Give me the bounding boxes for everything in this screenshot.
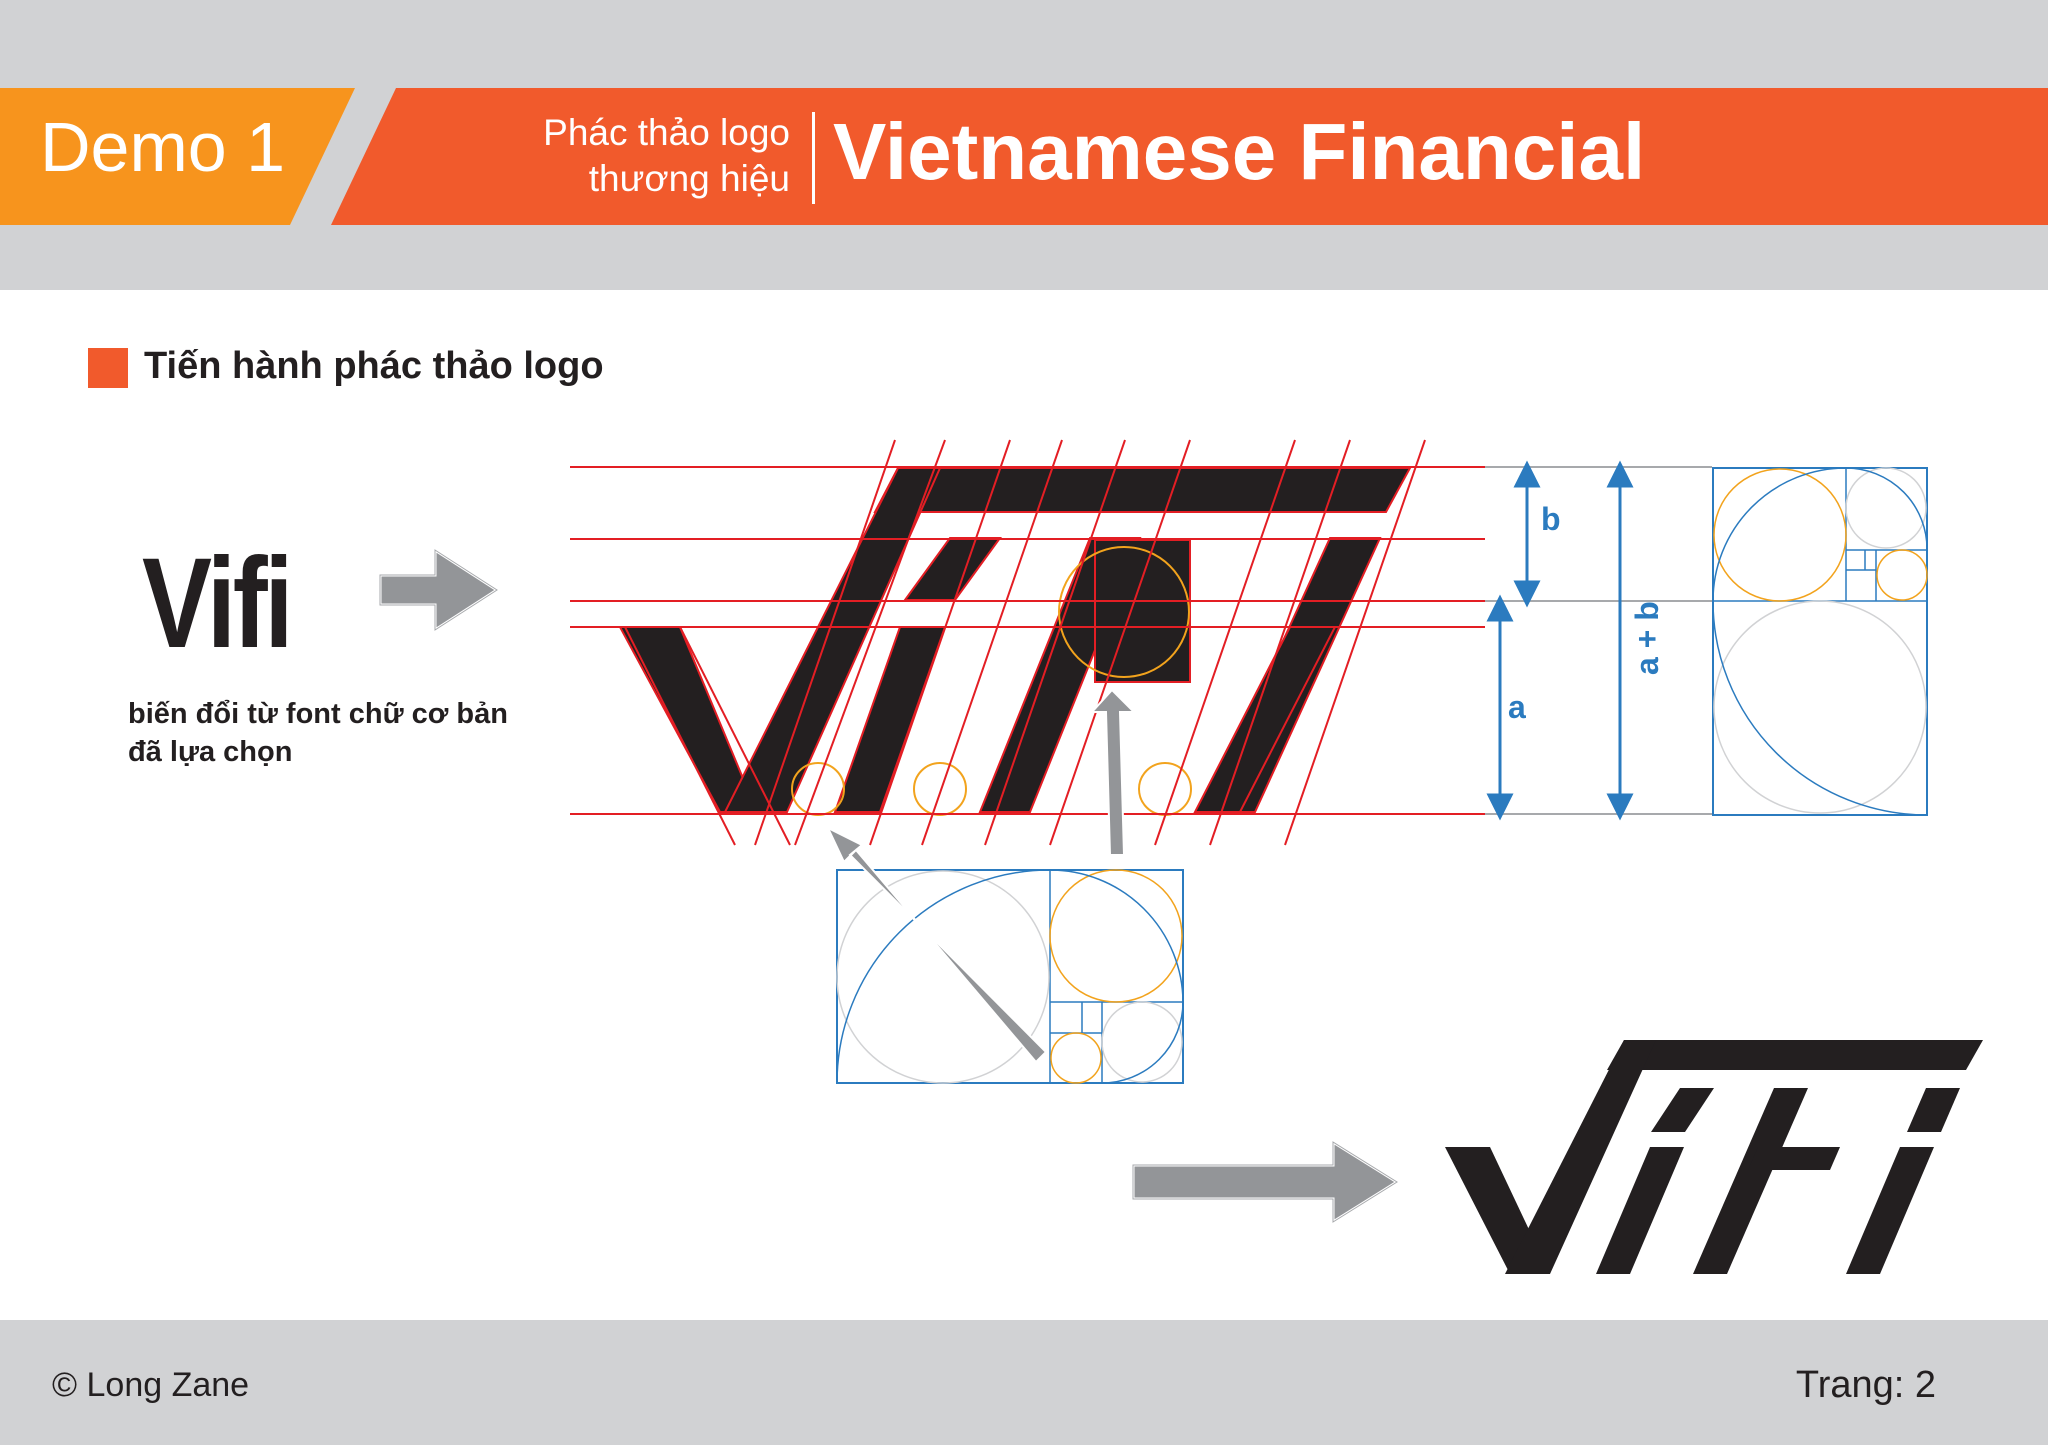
- sketch-golden-circle-2: [913, 762, 967, 816]
- header-shapes: [0, 88, 2048, 225]
- demo-tab: [0, 88, 355, 225]
- label-a-plus-b: a + b: [1629, 601, 1665, 675]
- sketch-golden-circle-1: [791, 762, 845, 816]
- final-v-right: [1505, 1040, 1656, 1274]
- pointer-arrow-left-icon: [825, 825, 1048, 1064]
- golden-grid-bottom: [836, 869, 1184, 1084]
- subtitle-line-1: Phác thảo logo: [543, 112, 790, 153]
- section-marker: [88, 348, 128, 388]
- header-subtitle: Phác thảo logo thương hiệu: [543, 110, 790, 202]
- sketch-logo: [618, 467, 1412, 813]
- sketch-f-circle: [1058, 546, 1190, 678]
- base-font-wordmark: Vifi: [142, 532, 294, 675]
- arrow-to-final-outline-icon: [1132, 1141, 1398, 1223]
- golden-grid-right: [1712, 467, 1928, 816]
- final-i-dot: [1651, 1088, 1714, 1132]
- pointer-arrow-up-icon: [1089, 688, 1137, 856]
- footer-band: [0, 1320, 2048, 1445]
- final-f-crossbar: [1748, 1147, 1840, 1170]
- label-a: a: [1508, 689, 1526, 725]
- title-banner: [331, 88, 2048, 225]
- pointer-arrows: [825, 688, 1137, 1064]
- sketch-i-dot: [903, 537, 1002, 601]
- title-divider: [812, 112, 815, 204]
- arrow-to-sketch-outline-icon: [379, 549, 498, 631]
- final-logo: [1445, 1040, 1983, 1274]
- sketch-v-left-stroke: [618, 626, 759, 813]
- proportion-guides: [1485, 466, 1712, 815]
- final-last-i-stem: [1846, 1147, 1934, 1274]
- sketch-f-bowl: [1094, 539, 1191, 683]
- final-f-stem: [1693, 1088, 1808, 1274]
- sketch-golden-circle-3: [1138, 762, 1192, 816]
- subtitle-line-2: thương hiệu: [588, 158, 790, 199]
- page-number: Trang: 2: [1795, 1364, 1936, 1406]
- base-font-caption: biến đổi từ font chữ cơ bản đã lựa chọn: [128, 695, 508, 771]
- section-heading: Tiến hành phác thảo logo: [144, 345, 604, 387]
- final-top-bar: [1607, 1040, 1983, 1070]
- sketch-top-bar: [873, 467, 1412, 513]
- label-b: b: [1541, 501, 1561, 537]
- caption-line-2: đã lựa chọn: [128, 736, 293, 768]
- copyright: © Long Zane: [52, 1366, 250, 1404]
- arrow-to-sketch-icon: [378, 547, 500, 633]
- demo-label: Demo 1: [40, 108, 286, 186]
- guide-lines: [570, 439, 1590, 846]
- caption-line-1: biến đổi từ font chữ cơ bản: [128, 698, 508, 730]
- page-title: Vietnamese Financial: [833, 107, 1646, 196]
- final-last-i-dot: [1907, 1088, 1960, 1132]
- final-i-stem: [1596, 1147, 1684, 1274]
- arrow-to-final-icon: [1131, 1139, 1400, 1225]
